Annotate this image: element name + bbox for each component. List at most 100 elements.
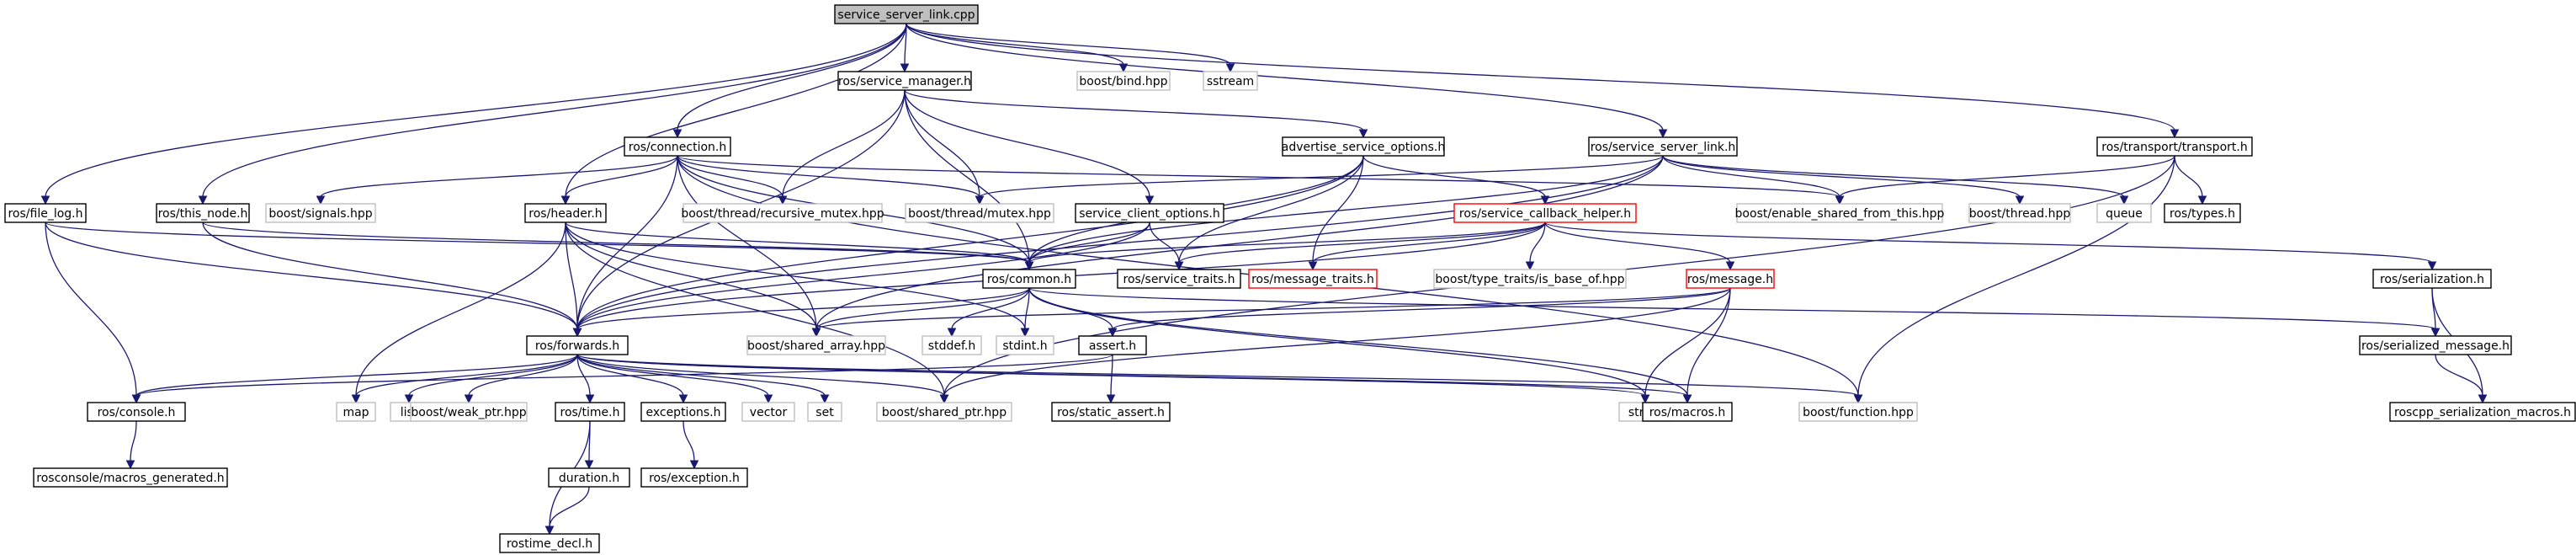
node-serialization-macros[interactable]: roscpp_serialization_macros.h (2389, 402, 2576, 422)
edge-arrowhead (2170, 129, 2180, 139)
edge-line (565, 221, 1026, 330)
node-box (555, 402, 625, 422)
edge-common-to-serialized_message (1028, 287, 2441, 338)
edge-line (576, 354, 591, 397)
edge-arrowhead (1640, 394, 1650, 404)
edge-line (565, 155, 678, 198)
node-label: boost/thread.hpp (1969, 207, 2071, 221)
node-rostime-decl[interactable]: rostime_decl.h (499, 533, 600, 553)
node-label: ros/time.h (560, 406, 620, 419)
edge-this_node-to-forwards (202, 221, 582, 338)
edge-line (1362, 155, 1546, 198)
edge-forwards-to-shared_ptr (576, 354, 949, 404)
edge-line (1857, 155, 2175, 397)
node-transport[interactable]: ros/transport/transport.h (2096, 136, 2253, 157)
node-callback-helper[interactable]: ros/service_callback_helper.h (1453, 203, 1637, 223)
edge-line (1644, 287, 1731, 397)
node-serialized-message[interactable]: ros/serialized_message.h (2359, 335, 2512, 355)
edge-forwards-to-macros (576, 354, 1692, 404)
node-label: ros/forwards.h (535, 339, 619, 353)
node-this-node[interactable]: ros/this_node.h (156, 203, 250, 223)
node-label: stdint.h (1002, 339, 1047, 353)
node-box (1076, 71, 1171, 91)
node-service-manager[interactable]: ros/service_manager.h (837, 71, 972, 91)
node-advertise[interactable]: advertise_service_options.h (1282, 136, 1445, 157)
node-label: ros/connection.h (629, 141, 726, 154)
node-message-traits[interactable]: ros/message_traits.h (1248, 269, 1378, 289)
node-connection[interactable]: ros/connection.h (624, 136, 731, 157)
node-console[interactable]: ros/console.h (87, 402, 186, 422)
edge-line (1028, 221, 1546, 264)
node-file-log[interactable]: ros/file_log.h (4, 203, 87, 223)
edge-line (576, 354, 826, 397)
node-label: ros/serialization.h (2380, 273, 2484, 286)
node-ssl-h[interactable]: ros/service_server_link.h (1588, 136, 1738, 157)
edge-callback_helper-to-is_base_of (1525, 221, 1546, 271)
node-exceptions[interactable]: exceptions.h (640, 402, 726, 422)
node-label: boost/type_traits/is_base_of.hpp (1435, 273, 1624, 286)
node-stddef: stddef.h (922, 335, 982, 355)
edge-line (677, 155, 1840, 198)
node-label: exceptions.h (645, 406, 720, 419)
node-box (2372, 269, 2492, 289)
node-recursive-mutex: boost/thread/recursive_mutex.hpp (681, 203, 884, 223)
node-box (834, 4, 979, 24)
node-header[interactable]: ros/header.h (524, 203, 607, 223)
edge-arrowhead (1658, 129, 1668, 139)
node-box (1453, 203, 1637, 223)
edge-line (904, 89, 1030, 264)
edge-arrowhead (544, 526, 555, 536)
node-label: queue (2106, 207, 2143, 221)
edge-line (683, 420, 695, 462)
node-label: boost/shared_ptr.hpp (882, 406, 1006, 419)
edge-line (202, 221, 578, 330)
edge-line (904, 89, 1364, 131)
edge-line (782, 89, 906, 198)
node-static-assert[interactable]: ros/static_assert.h (1051, 402, 1171, 422)
edge-arrowhead (404, 394, 414, 404)
edge-message-to-assert (1107, 287, 1731, 338)
node-label: rosconsole/macros_generated.h (36, 472, 224, 485)
edge-root-to-transport (906, 23, 2180, 139)
node-label: boost/enable_shared_from_this.hpp (1735, 207, 1945, 221)
edge-arrowhead (2015, 195, 2025, 205)
edge-line (677, 155, 980, 198)
node-common[interactable]: ros/common.h (982, 269, 1076, 289)
edge-line (135, 354, 1113, 397)
node-label: boost/function.hpp (1803, 406, 1914, 419)
edge-transport-to-esft (1835, 155, 2175, 205)
node-sco[interactable]: service_client_options.h (1075, 203, 1224, 223)
node-box (2389, 402, 2576, 422)
edge-arrowhead (1106, 394, 1116, 404)
node-macros-generated[interactable]: rosconsole/macros_generated.h (33, 467, 228, 488)
edge-line (576, 287, 1030, 330)
node-forwards[interactable]: ros/forwards.h (526, 335, 629, 355)
edge-header-to-map (351, 221, 566, 404)
node-types[interactable]: ros/types.h (2164, 203, 2241, 223)
node-box (4, 203, 87, 223)
edge-arrowhead (778, 195, 788, 205)
node-time[interactable]: ros/time.h (555, 402, 625, 422)
node-root[interactable]: service_server_link.cpp (834, 4, 979, 24)
node-box (2096, 203, 2152, 223)
node-label: boost/thread/mutex.hpp (908, 207, 1051, 221)
edge-ssl_h-to-mutex (975, 155, 1664, 205)
node-set: set (807, 402, 842, 422)
edge-root-to-ssl_h (906, 23, 1668, 139)
node-label: advertise_service_options.h (1282, 141, 1445, 154)
node-label: service_server_link.cpp (837, 8, 975, 22)
node-service-traits[interactable]: ros/service_traits.h (1117, 269, 1241, 289)
node-exception[interactable]: ros/exception.h (640, 467, 748, 488)
node-assert[interactable]: assert.h (1078, 335, 1147, 355)
node-boost-thread: boost/thread.hpp (1968, 203, 2071, 223)
node-serialization[interactable]: ros/serialization.h (2372, 269, 2492, 289)
node-box (922, 335, 982, 355)
edge-line (1544, 221, 1731, 264)
node-macros[interactable]: ros/macros.h (1642, 402, 1733, 422)
edge-line (202, 221, 1030, 264)
edge-arrowhead (572, 328, 582, 338)
node-duration[interactable]: duration.h (548, 467, 630, 488)
node-box (87, 402, 186, 422)
node-label: service_client_options.h (1079, 207, 1220, 221)
node-message[interactable]: ros/message.h (1686, 269, 1775, 289)
